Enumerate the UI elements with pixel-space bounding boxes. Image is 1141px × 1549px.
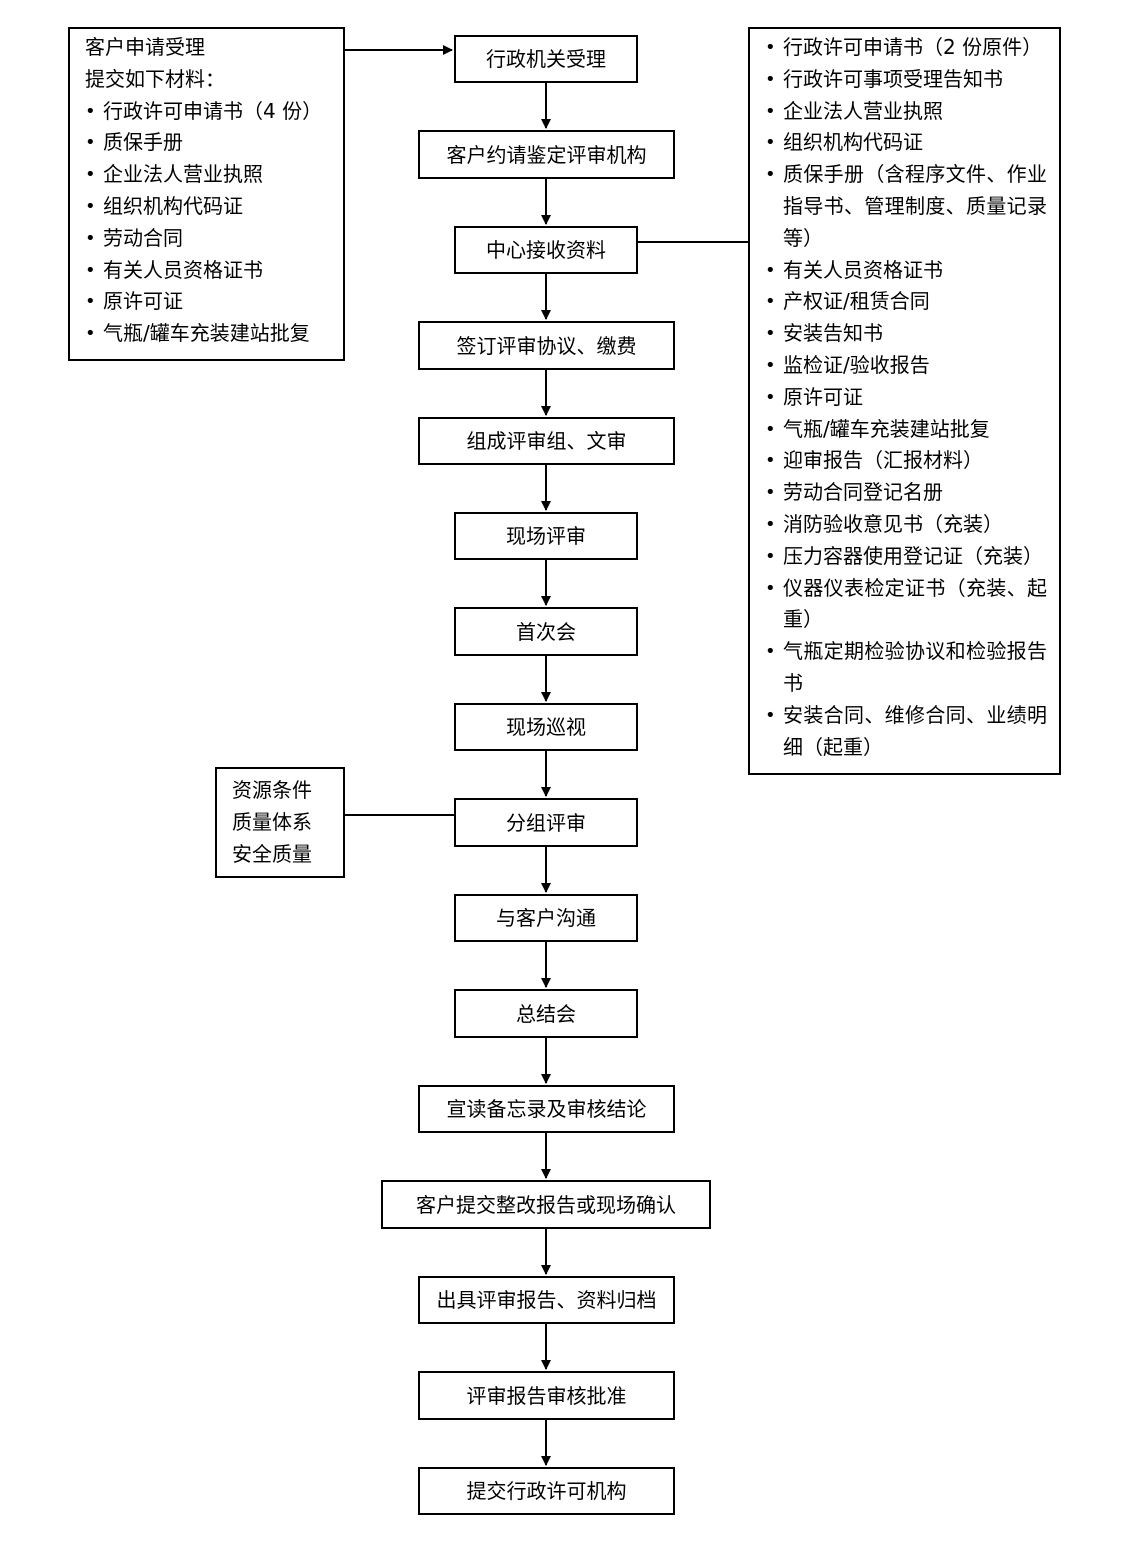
step-label: 分组评审	[506, 810, 586, 835]
list-item: 气瓶定期检验协议和检验报告书	[765, 636, 1047, 700]
list-item: 产权证/租赁合同	[765, 286, 1047, 318]
flow-step-16: 提交行政许可机构	[418, 1467, 675, 1515]
flow-step-10: 与客户沟通	[454, 894, 638, 942]
list-item: 行政许可申请书（4 份）	[85, 96, 343, 128]
list-item: 压力容器使用登记证（充装）	[765, 541, 1047, 573]
step-label: 与客户沟通	[496, 906, 596, 930]
flow-step-11: 总结会	[454, 989, 638, 1038]
list-item: 安装告知书	[765, 318, 1047, 350]
list-item: 仪器仪表检定证书（充装、起重）	[765, 573, 1047, 637]
flow-step-12: 宣读备忘录及审核结论	[418, 1085, 675, 1133]
received-materials-list: 行政许可申请书（2 份原件） 行政许可事项受理告知书 企业法人营业执照 组织机构…	[765, 32, 1047, 763]
list-item: 行政许可事项受理告知书	[765, 64, 1047, 96]
step-label: 签订评审协议、缴费	[456, 333, 637, 358]
scope-item: 质量体系	[232, 809, 312, 834]
review-scope-panel: 资源条件 质量体系 安全质量	[215, 767, 345, 878]
step-label: 组成评审组、文审	[466, 429, 627, 453]
list-item: 气瓶/罐车充装建站批复	[85, 318, 343, 350]
list-item: 安装合同、维修合同、业绩明细（起重）	[765, 700, 1047, 764]
flow-step-4: 签订评审协议、缴费	[418, 321, 675, 370]
flow-step-6: 现场评审	[454, 512, 638, 560]
list-item: 迎审报告（汇报材料）	[765, 445, 1047, 477]
scope-item: 安全质量	[232, 841, 312, 866]
list-item: 质保手册（含程序文件、作业指导书、管理制度、质量记录等）	[765, 159, 1047, 254]
received-materials-panel: 行政许可申请书（2 份原件） 行政许可事项受理告知书 企业法人营业执照 组织机构…	[748, 27, 1061, 775]
step-label: 出具评审报告、资料归档	[436, 1288, 657, 1312]
step-label: 客户约请鉴定评审机构	[446, 142, 647, 167]
list-item: 企业法人营业执照	[765, 96, 1047, 128]
list-item: 气瓶/罐车充装建站批复	[765, 414, 1047, 446]
list-item: 有关人员资格证书	[765, 255, 1047, 287]
list-item: 组织机构代码证	[765, 127, 1047, 159]
flow-step-3: 中心接收资料	[454, 226, 638, 274]
list-item: 质保手册	[85, 127, 343, 159]
flow-step-8: 现场巡视	[454, 703, 638, 751]
list-item: 劳动合同	[85, 223, 343, 255]
step-label: 首次会	[516, 619, 576, 644]
flow-step-2: 客户约请鉴定评审机构	[418, 130, 675, 179]
flow-step-15: 评审报告审核批准	[418, 1371, 675, 1420]
list-item: 有关人员资格证书	[85, 255, 343, 287]
list-item: 行政许可申请书（2 份原件）	[765, 32, 1047, 64]
step-label: 提交行政许可机构	[466, 1479, 627, 1503]
materials-list: 行政许可申请书（4 份） 质保手册 企业法人营业执照 组织机构代码证 劳动合同 …	[85, 96, 343, 350]
application-materials-panel: 客户申请受理 提交如下材料： 行政许可申请书（4 份） 质保手册 企业法人营业执…	[68, 27, 345, 361]
flow-step-9: 分组评审	[454, 798, 638, 847]
list-item: 企业法人营业执照	[85, 159, 343, 191]
step-label: 现场评审	[506, 524, 586, 548]
step-label: 行政机关受理	[486, 47, 606, 71]
flow-step-5: 组成评审组、文审	[418, 417, 675, 465]
step-label: 宣读备忘录及审核结论	[446, 1097, 647, 1121]
list-item: 原许可证	[765, 382, 1047, 414]
scope-item: 资源条件	[232, 778, 312, 802]
list-item: 劳动合同登记名册	[765, 477, 1047, 509]
list-item: 组织机构代码证	[85, 191, 343, 223]
step-label: 中心接收资料	[486, 238, 606, 262]
panel-subheading: 提交如下材料：	[85, 66, 225, 91]
flow-step-7: 首次会	[454, 607, 638, 656]
list-item: 消防验收意见书（充装）	[765, 509, 1047, 541]
panel-heading: 客户申请受理	[85, 35, 205, 59]
step-label: 总结会	[516, 1001, 576, 1026]
flow-step-1: 行政机关受理	[454, 35, 638, 83]
flow-step-13: 客户提交整改报告或现场确认	[381, 1180, 711, 1229]
flow-step-14: 出具评审报告、资料归档	[418, 1276, 675, 1324]
list-item: 原许可证	[85, 286, 343, 318]
list-item: 监检证/验收报告	[765, 350, 1047, 382]
step-label: 现场巡视	[506, 715, 586, 739]
step-label: 评审报告审核批准	[466, 1383, 627, 1408]
step-label: 客户提交整改报告或现场确认	[416, 1192, 676, 1217]
